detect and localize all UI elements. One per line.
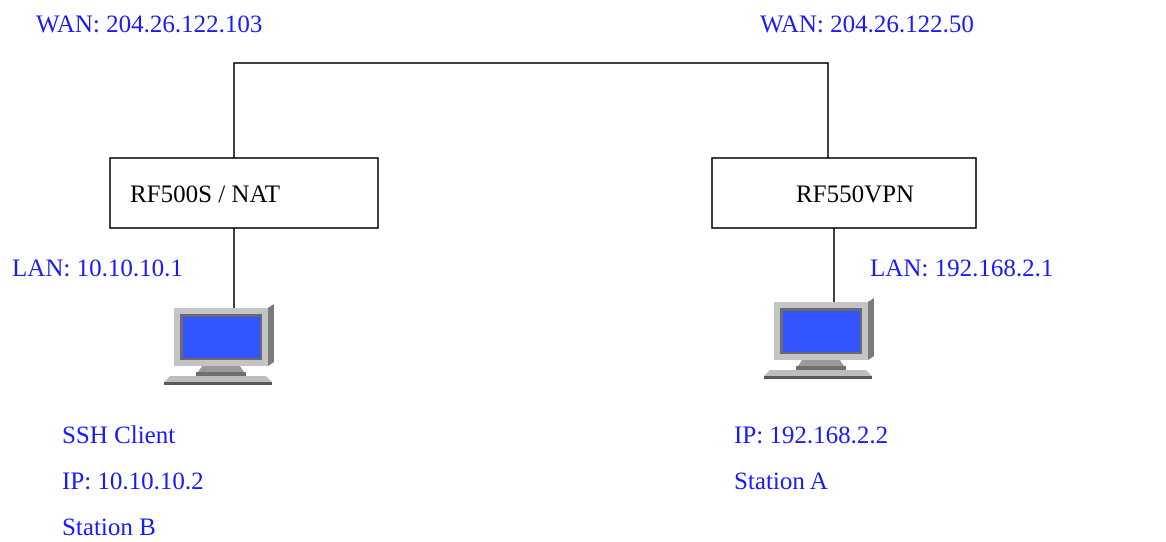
station-right-ip: IP: 192.168.2.2: [734, 422, 888, 449]
router-left: RF500S / NAT: [109, 157, 379, 229]
station-left-id: Station B: [62, 514, 156, 541]
router-right-label: RF550VPN: [796, 181, 914, 208]
wan-left-label: WAN: 204.26.122.103: [36, 11, 262, 38]
router-right: RF550VPN: [711, 157, 977, 229]
wan-right-label: WAN: 204.26.122.50: [760, 11, 974, 38]
station-left-ip: IP: 10.10.10.2: [62, 468, 204, 495]
lan-right-label: LAN: 192.168.2.1: [870, 255, 1053, 282]
computer-icon: [164, 304, 274, 385]
router-left-label: RF500S / NAT: [130, 181, 280, 208]
wan-link-line: [233, 62, 829, 158]
lan-left-label: LAN: 10.10.10.1: [12, 255, 183, 282]
station-left-name: SSH Client: [62, 422, 175, 449]
computer-icon: [764, 298, 874, 379]
station-right-id: Station A: [734, 468, 828, 495]
